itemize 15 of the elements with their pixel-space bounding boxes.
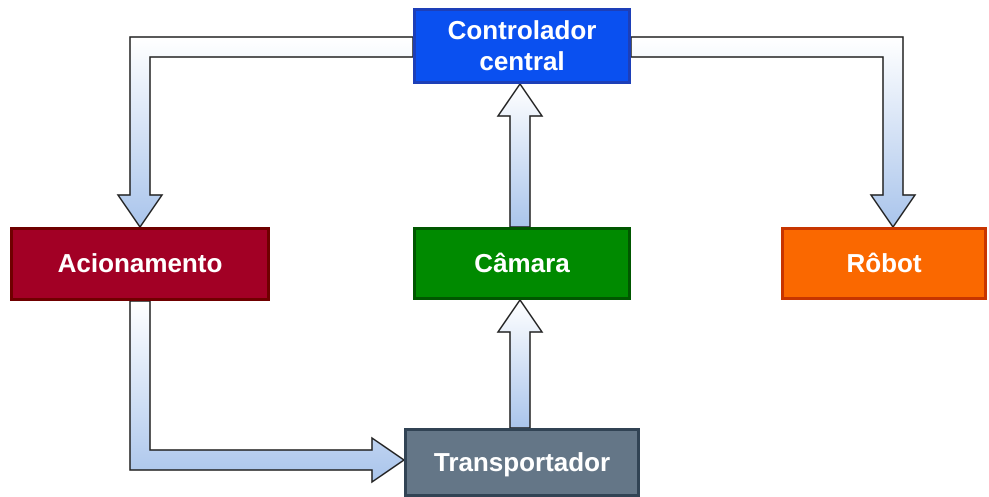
flow-arrow: [496, 82, 544, 228]
box-label: Controlador central: [446, 14, 598, 78]
process-box: [404, 428, 640, 497]
process-box: [413, 8, 631, 84]
box-label: Rôbot: [846, 248, 922, 280]
flow-arrow: [129, 300, 406, 484]
process-box: [10, 227, 270, 301]
process-box: [781, 227, 987, 300]
flow-arrow: [116, 36, 414, 228]
box-label: Transportador: [434, 446, 610, 478]
flow-arrow: [630, 36, 916, 228]
box-label: Câmara: [474, 248, 570, 280]
flow-arrow: [496, 298, 544, 429]
box-label: Acionamento: [58, 248, 222, 280]
process-box: [413, 227, 631, 300]
